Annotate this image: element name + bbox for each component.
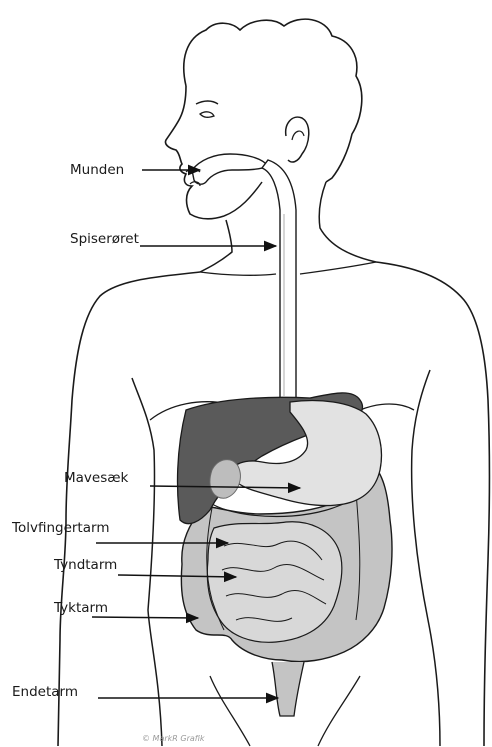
jaw-outline: [224, 182, 262, 216]
face-outline: [165, 86, 224, 219]
hip-left: [210, 676, 250, 746]
ear: [286, 117, 309, 162]
label-mavesaek: Mavesæk: [64, 470, 128, 486]
label-tyndtarm: Tyndtarm: [54, 557, 117, 573]
label-tyktarm: Tyktarm: [54, 600, 108, 616]
label-spiseroret: Spiserøret: [70, 231, 139, 247]
label-endetarm: Endetarm: [12, 684, 78, 700]
neck-back: [319, 182, 376, 262]
hip-right: [318, 676, 360, 746]
gallbladder: [210, 460, 240, 499]
label-munden: Munden: [70, 162, 124, 178]
rectum: [272, 662, 304, 716]
copyright-credit: © MarkR Grafik: [142, 734, 205, 743]
arm-inner-left: [132, 378, 162, 746]
torso-right: [376, 262, 490, 746]
arm-inner-right: [412, 370, 440, 746]
eyebrow: [196, 101, 218, 104]
small-intestine: [207, 522, 342, 643]
oral-cavity: [192, 154, 268, 184]
esophagus: [262, 160, 296, 400]
eye: [200, 112, 214, 117]
arrow-tyktarm: [92, 617, 198, 618]
label-tolvfingertarm: Tolvfingertarm: [12, 520, 109, 536]
